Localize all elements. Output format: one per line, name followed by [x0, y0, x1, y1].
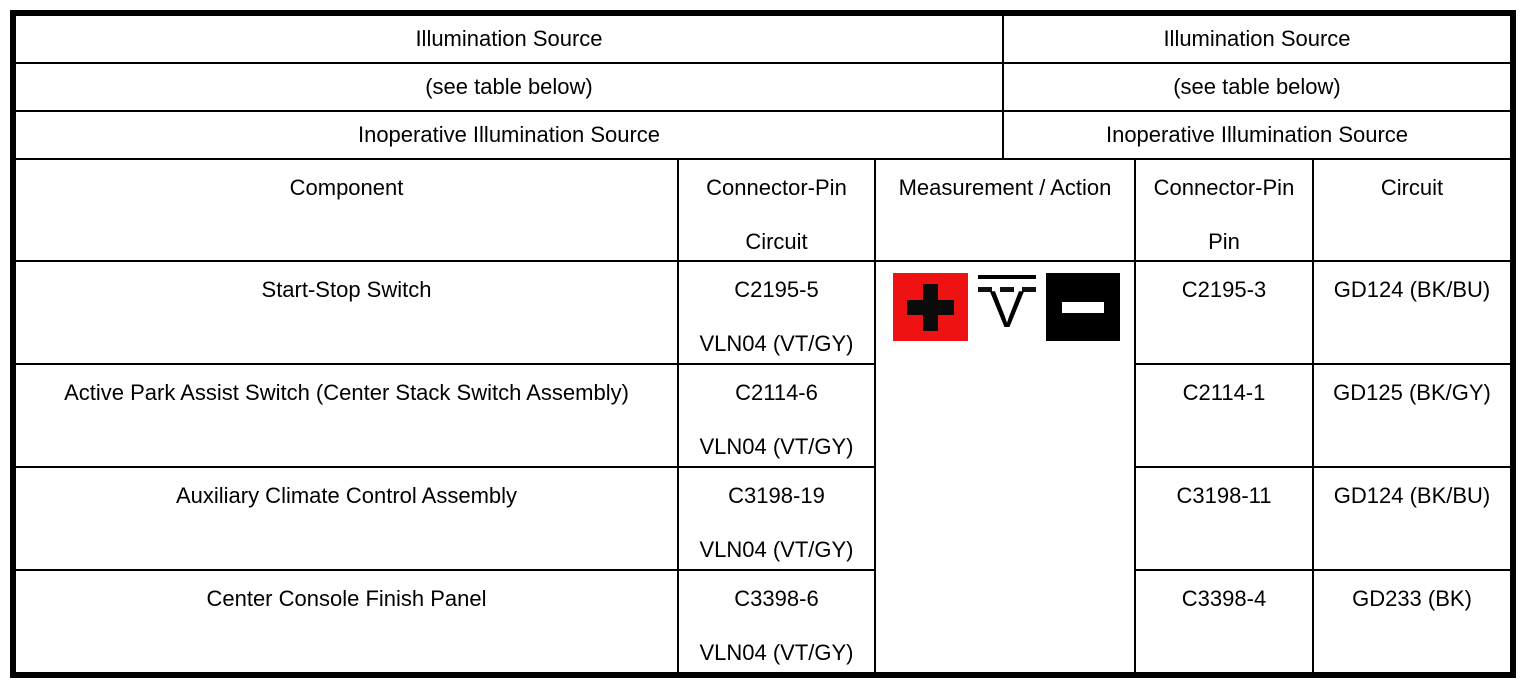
dash-segment: [978, 287, 992, 292]
banner-row-see-table-below: (see table below) (see table below): [12, 62, 1514, 112]
connector-pin-circuit-cell: C2114-6 VLN04 (VT/GY): [677, 363, 876, 468]
voltmeter-icon: V: [976, 273, 1038, 339]
circuit-value: GD124 (BK/BU): [1333, 277, 1491, 302]
pin-value: C3398-4: [1181, 586, 1267, 611]
connector-pin-circuit-cell: C3398-6 VLN04 (VT/GY): [677, 569, 876, 676]
minus-horizontal-bar: [1062, 302, 1104, 313]
connector-pin-circuit-cell: C2195-5 VLN04 (VT/GY): [677, 260, 876, 365]
header-measurement-action: Measurement / Action: [874, 158, 1136, 262]
circuit-value: GD233 (BK): [1352, 586, 1472, 611]
negative-lead-icon: [1046, 273, 1120, 341]
dash-segment: [1000, 287, 1014, 292]
table-row-center-console-finish-panel: Center Console Finish Panel C3398-6 VLN0…: [12, 569, 1514, 676]
pin-value: C2114-1: [1182, 380, 1266, 405]
component-cell: Center Console Finish Panel: [12, 569, 679, 676]
header-component-label: Component: [289, 175, 404, 200]
header-circuit: Circuit: [1312, 158, 1514, 262]
header-connector-pin-label: Connector-Pin: [1153, 175, 1295, 200]
header-component: Component: [12, 158, 679, 262]
banner-right-see-table-below: (see table below): [1002, 62, 1514, 112]
component-cell: Start-Stop Switch: [12, 260, 679, 365]
pin-value: C2195-3: [1181, 277, 1267, 302]
circuit-value: GD125 (BK/GY): [1333, 380, 1491, 405]
header-connector-pin-label: Connector-Pin: [706, 175, 847, 200]
circuit-cell: GD125 (BK/GY): [1312, 363, 1514, 468]
circuit-cell: GD233 (BK): [1312, 569, 1514, 676]
banner-left-see-table-below: (see table below): [12, 62, 1004, 112]
connector-pin-pin-cell: C2114-1: [1134, 363, 1314, 468]
pin-value: C3198-11: [1176, 483, 1272, 508]
component-name: Start-Stop Switch: [261, 277, 432, 302]
voltmeter-dashed-overline: [978, 287, 1036, 292]
table-row-auxiliary-climate-control: Auxiliary Climate Control Assembly C3198…: [12, 466, 1514, 571]
component-name: Center Console Finish Panel: [206, 586, 487, 611]
circuit-value: VLN04 (VT/GY): [699, 434, 854, 459]
circuit-value: VLN04 (VT/GY): [699, 537, 854, 562]
circuit-cell: GD124 (BK/BU): [1312, 260, 1514, 365]
banner-right-inoperative-illumination-source: Inoperative Illumination Source: [1002, 110, 1514, 160]
header-connector-pin-pin: Connector-Pin Pin: [1134, 158, 1314, 262]
circuit-cell: GD124 (BK/BU): [1312, 466, 1514, 571]
plus-horizontal-bar: [907, 300, 954, 315]
circuit-value: VLN04 (VT/GY): [699, 331, 854, 356]
column-header-row: Component Connector-Pin Circuit Measurem…: [12, 158, 1514, 262]
dash-segment: [1022, 287, 1036, 292]
banner-right-illumination-source: Illumination Source: [1002, 12, 1514, 64]
voltmeter-solid-overline: [978, 275, 1036, 279]
connector-pin-value: C2114-6: [735, 380, 818, 405]
banner-row-illumination-source: Illumination Source Illumination Source: [12, 12, 1514, 64]
header-connector-pin-circuit: Connector-Pin Circuit: [677, 158, 876, 262]
banner-left-illumination-source: Illumination Source: [12, 12, 1004, 64]
table-row-start-stop-switch: Start-Stop Switch C2195-5 VLN04 (VT/GY): [12, 260, 1514, 676]
voltmeter-letter: V: [989, 281, 1025, 339]
connector-pin-pin-cell: C3198-11: [1134, 466, 1314, 571]
header-circuit-label: Circuit: [1380, 175, 1444, 200]
banner-left-inoperative-illumination-source: Inoperative Illumination Source: [12, 110, 1004, 160]
header-pin-sublabel: Pin: [1208, 229, 1240, 254]
measurement-action-cell: V: [874, 260, 1136, 676]
banner-row-inoperative-illumination-source: Inoperative Illumination Source Inoperat…: [12, 110, 1514, 160]
connector-pin-value: C3398-6: [734, 586, 819, 611]
positive-lead-icon: [893, 273, 968, 341]
header-circuit-sublabel: Circuit: [745, 229, 808, 254]
component-name: Auxiliary Climate Control Assembly: [175, 483, 518, 508]
header-measurement-action-label: Measurement / Action: [898, 175, 1112, 200]
component-name: Active Park Assist Switch (Center Stack …: [64, 380, 629, 405]
connector-pin-pin-cell: C3398-4: [1134, 569, 1314, 676]
connector-pin-value: C2195-5: [734, 277, 819, 302]
pinpoint-test-table: Illumination Source Illumination Source …: [10, 10, 1516, 678]
circuit-value: VLN04 (VT/GY): [699, 640, 854, 665]
component-cell: Active Park Assist Switch (Center Stack …: [12, 363, 679, 468]
table-row-active-park-assist-switch: Active Park Assist Switch (Center Stack …: [12, 363, 1514, 468]
connector-pin-pin-cell: C2195-3: [1134, 260, 1314, 365]
connector-pin-circuit-cell: C3198-19 VLN04 (VT/GY): [677, 466, 876, 571]
component-cell: Auxiliary Climate Control Assembly: [12, 466, 679, 571]
circuit-value: GD124 (BK/BU): [1333, 483, 1491, 508]
dc-voltage-measurement-icon: V: [877, 263, 1133, 341]
connector-pin-value: C3198-19: [728, 483, 825, 508]
service-manual-page: Illumination Source Illumination Source …: [0, 10, 1526, 696]
